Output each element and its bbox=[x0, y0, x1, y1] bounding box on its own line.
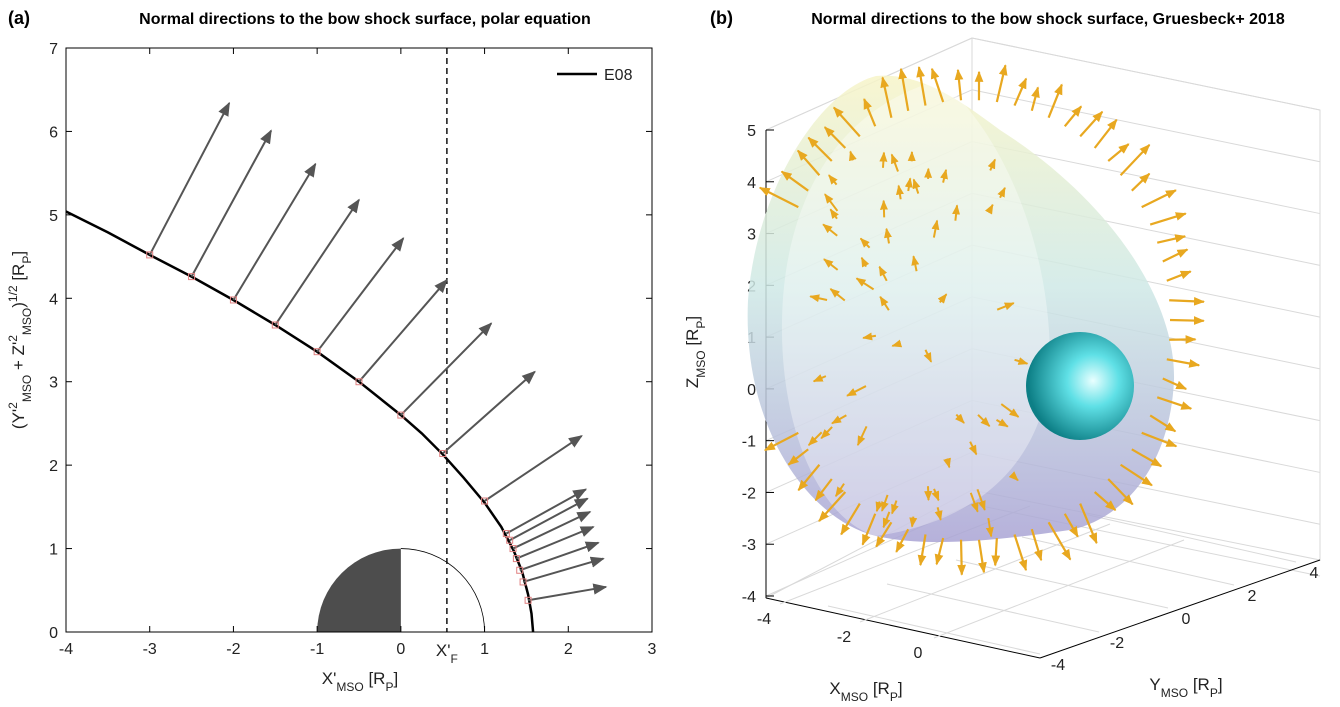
normal-arrow-3d-60 bbox=[1095, 120, 1117, 148]
x-tick-label-b: -4 bbox=[757, 611, 771, 628]
normal-arrow-3d-68 bbox=[1167, 271, 1191, 280]
normal-arrow-13 bbox=[520, 543, 599, 571]
normal-arrow-3d-56 bbox=[1032, 87, 1038, 110]
y-grid-floor bbox=[1022, 537, 1234, 585]
panel-b-label: (b) bbox=[710, 8, 733, 28]
y-tick-label-b: 2 bbox=[1248, 588, 1257, 605]
y-tick-label: 3 bbox=[49, 375, 58, 392]
x-axis-label-b: XMSO [RP] bbox=[829, 679, 902, 702]
y-tick-label-b: 0 bbox=[1182, 611, 1191, 628]
panel-a-label: (a) bbox=[8, 8, 30, 28]
normal-arrow-3d-59 bbox=[1080, 112, 1102, 137]
normal-arrow-0 bbox=[150, 103, 230, 255]
y-axis-line bbox=[1040, 560, 1320, 658]
normal-arrow-3d-15 bbox=[1015, 534, 1026, 570]
normal-arrow-3d-64 bbox=[1142, 190, 1176, 207]
y-grid-floor bbox=[1084, 514, 1296, 562]
planet-day-side bbox=[401, 549, 485, 632]
plot-frame-a bbox=[66, 48, 652, 632]
x-tick-label: -4 bbox=[59, 641, 73, 658]
y-axis-label-b: YMSO [RP] bbox=[1149, 675, 1222, 700]
y-tick-label: 6 bbox=[49, 124, 58, 141]
z-tick-label: 3 bbox=[747, 227, 756, 244]
x-axis-line bbox=[766, 598, 1040, 658]
normal-arrow-3d-69 bbox=[1169, 300, 1204, 301]
y-tick-label-b: 4 bbox=[1310, 565, 1319, 582]
normal-arrow-6 bbox=[401, 323, 491, 415]
normal-arrow-4 bbox=[317, 238, 403, 351]
x-tick-label: 3 bbox=[648, 641, 657, 658]
x-tick-label: 0 bbox=[396, 641, 405, 658]
normal-arrow-3d-67 bbox=[1163, 249, 1188, 261]
panel-a-title: Normal directions to the bow shock surfa… bbox=[139, 11, 591, 28]
normal-arrow-3d-0 bbox=[1170, 320, 1204, 321]
normal-arrow-15 bbox=[528, 587, 606, 600]
normal-arrow-3d-17 bbox=[979, 540, 984, 573]
normal-arrow-3d-inner-10 bbox=[928, 486, 929, 500]
x-tick-label: -3 bbox=[143, 641, 157, 658]
normal-arrow-3d-18 bbox=[961, 540, 962, 575]
normal-arrow-7 bbox=[443, 372, 535, 454]
x-tick-label-b: 0 bbox=[914, 645, 923, 662]
panel-b: (b) Normal directions to the bow shock su… bbox=[670, 0, 1340, 702]
z-tick-label: 0 bbox=[747, 382, 756, 399]
panel-b-title: Normal directions to the bow shock surfa… bbox=[811, 11, 1285, 28]
normal-arrow-3d-57 bbox=[1049, 85, 1062, 118]
normal-arrow-2 bbox=[233, 164, 315, 300]
planet-sphere bbox=[1026, 332, 1134, 440]
normal-arrow-3d-inner-19 bbox=[912, 517, 913, 527]
normal-arrow-3 bbox=[275, 200, 359, 325]
z-tick-label: -2 bbox=[742, 485, 756, 502]
y-tick-label-b: -2 bbox=[1110, 635, 1124, 652]
y-tick-label-b: -4 bbox=[1051, 657, 1065, 674]
y-grid-floor bbox=[887, 584, 1099, 632]
z-grid-back bbox=[972, 38, 1320, 110]
normal-arrow-3d-65 bbox=[1150, 214, 1186, 225]
z-tick-label: 4 bbox=[747, 175, 756, 192]
x-tick-label-b: -2 bbox=[837, 629, 851, 646]
y-tick-label: 0 bbox=[49, 625, 58, 642]
normal-arrow-3d-55 bbox=[1015, 79, 1027, 106]
bow-shock-curve bbox=[66, 212, 533, 633]
y-tick-label: 1 bbox=[49, 542, 58, 559]
normal-arrow-9 bbox=[506, 489, 586, 533]
z-tick-label: -1 bbox=[742, 434, 756, 451]
xf-label: X'F bbox=[436, 641, 458, 666]
normal-arrow-8 bbox=[485, 436, 582, 501]
x-tick-label: 2 bbox=[564, 641, 573, 658]
panel-a: (a) Normal directions to the bow shock su… bbox=[0, 0, 670, 702]
chart-a: (a) Normal directions to the bow shock su… bbox=[0, 0, 670, 702]
z-axis-label-b: ZMSO [RP] bbox=[683, 316, 708, 388]
y-tick-label: 5 bbox=[49, 208, 58, 225]
z-tick-label: -4 bbox=[742, 589, 756, 606]
normal-arrow-3d-62 bbox=[1121, 145, 1150, 175]
normal-arrow-5 bbox=[359, 280, 447, 382]
x-tick-label: -2 bbox=[226, 641, 240, 658]
y-grid-floor bbox=[956, 560, 1168, 608]
normal-arrow-3d-61 bbox=[1108, 144, 1128, 161]
normal-arrow-3d-16 bbox=[995, 538, 997, 565]
normal-arrow-3d-66 bbox=[1157, 236, 1185, 242]
x-axis-label: X'MSO [RP] bbox=[322, 669, 398, 694]
y-tick-label: 7 bbox=[49, 41, 58, 58]
planet-night-side bbox=[317, 549, 401, 632]
z-tick-label: -3 bbox=[742, 537, 756, 554]
normal-arrow-3d-inner-37 bbox=[884, 201, 885, 218]
y-axis-label: (Y'2MSO + Z'2MSO)1/2 [RP] bbox=[6, 251, 34, 429]
chart-b: (b) Normal directions to the bow shock su… bbox=[670, 0, 1340, 702]
y-tick-label: 2 bbox=[49, 458, 58, 475]
y-grid-floor bbox=[828, 606, 1040, 654]
legend-label: E08 bbox=[604, 67, 633, 84]
normal-arrow-3d-inner-21 bbox=[883, 153, 884, 168]
normal-arrow-14 bbox=[523, 559, 603, 582]
x-tick-label: -1 bbox=[310, 641, 324, 658]
y-tick-label: 4 bbox=[49, 291, 58, 308]
z-tick-label: 5 bbox=[747, 123, 756, 140]
normal-arrow-12 bbox=[516, 527, 593, 559]
x-tick-label: 1 bbox=[480, 641, 489, 658]
